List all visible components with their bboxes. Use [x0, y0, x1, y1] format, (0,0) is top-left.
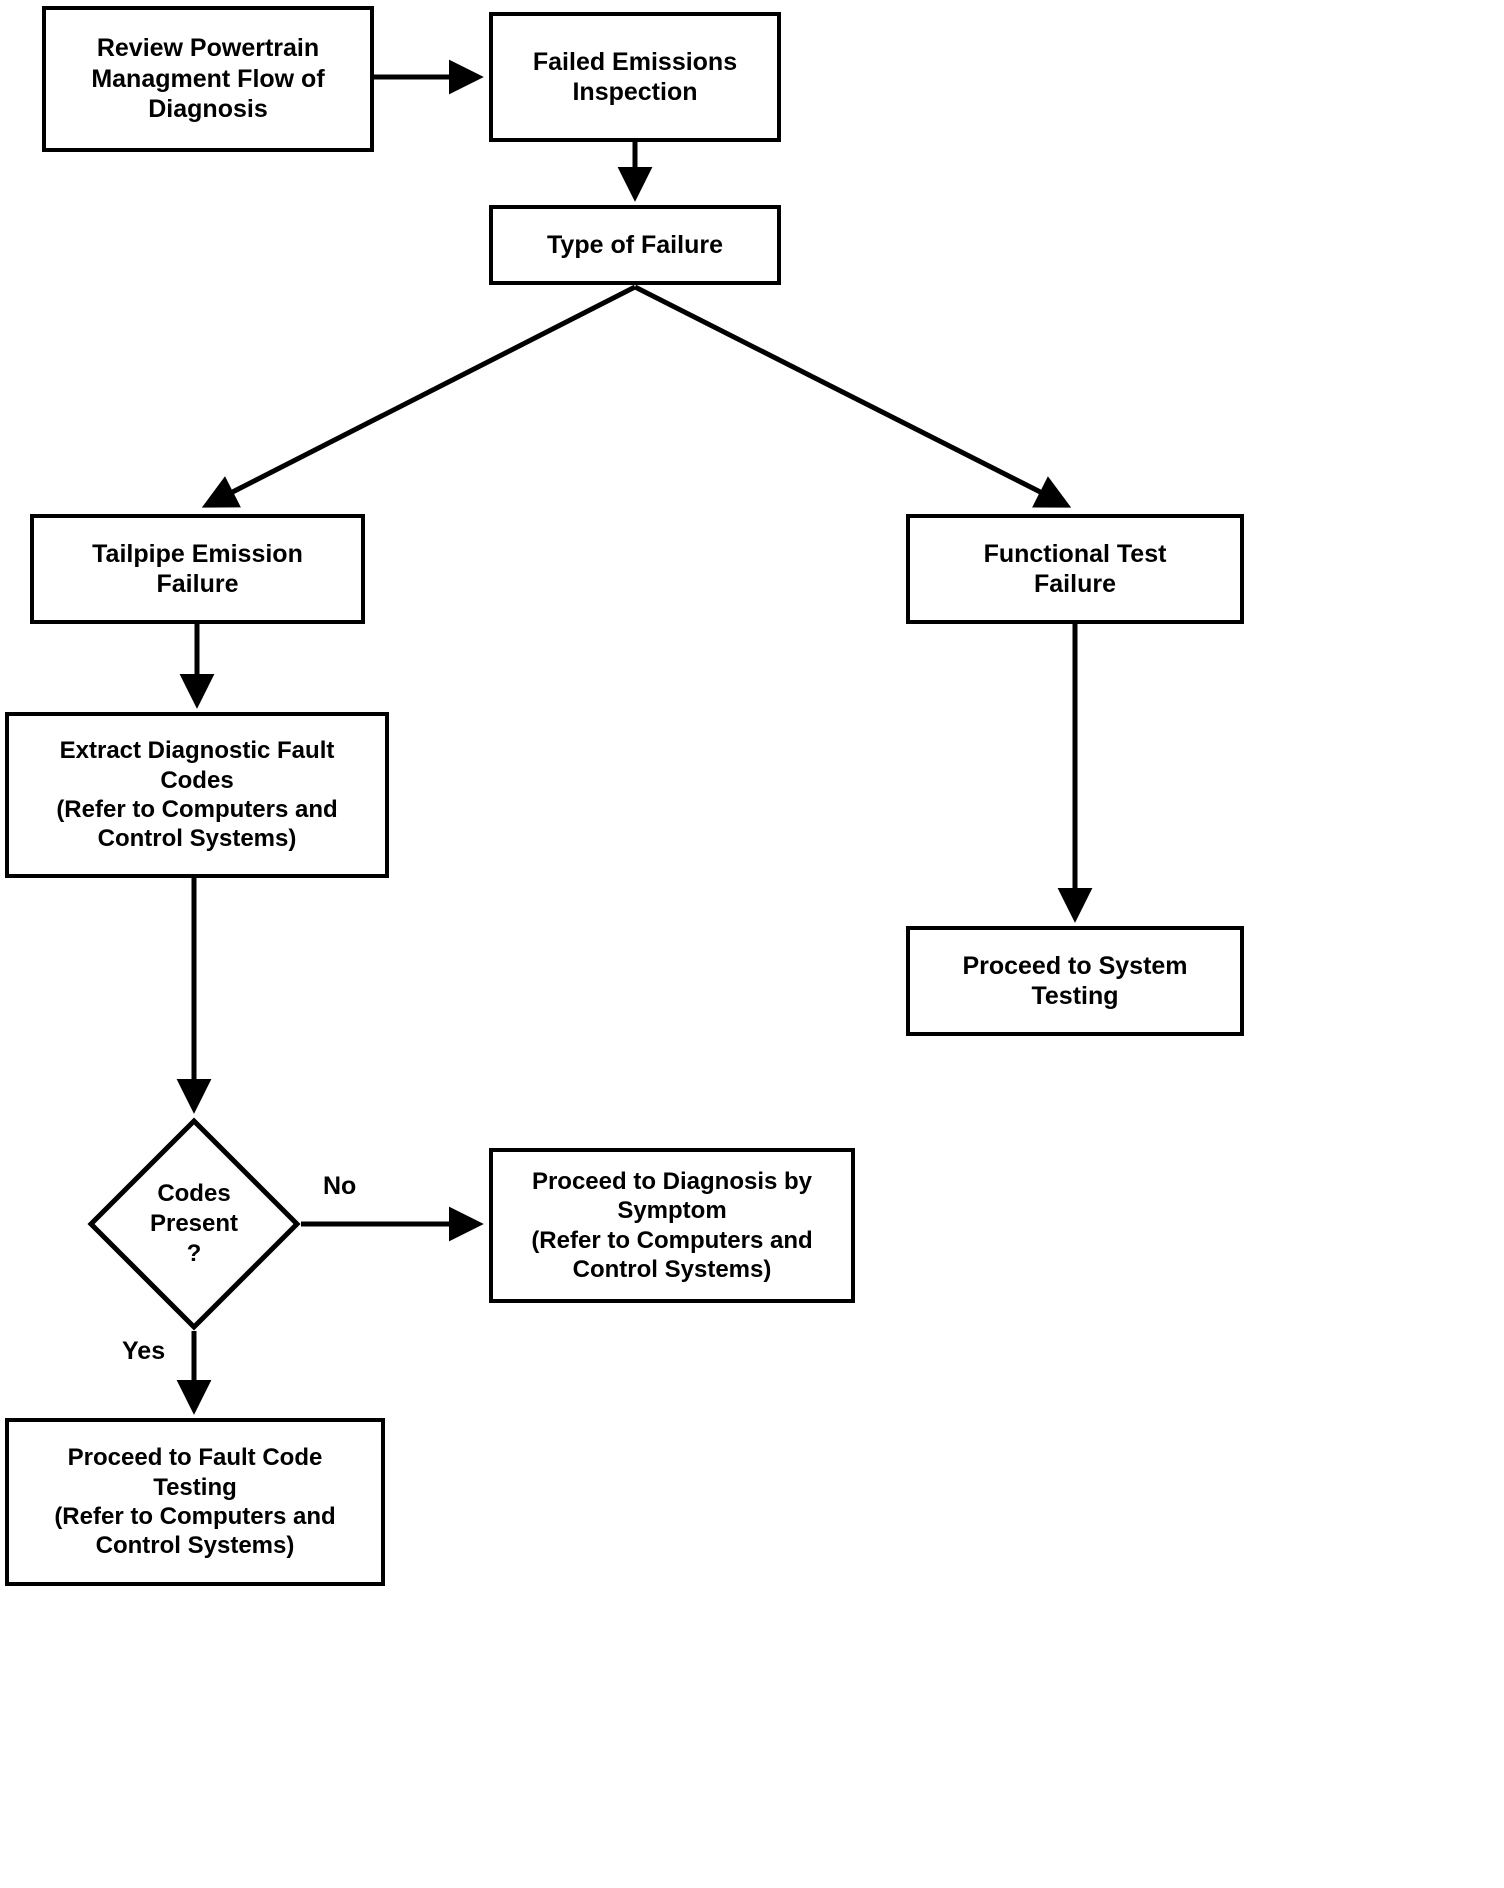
node-proceed-to-system-testing-label: Proceed to System Testing: [962, 951, 1188, 1011]
node-tailpipe-emission-failure-label: Tailpipe Emission Failure: [92, 539, 303, 599]
node-proceed-to-system-testing[interactable]: Proceed to System Testing: [906, 926, 1244, 1036]
edge-label-no: No: [323, 1172, 357, 1200]
node-proceed-to-diagnosis-by-symptom[interactable]: Proceed to Diagnosis by Symptom (Refer t…: [489, 1148, 855, 1303]
node-proceed-to-fault-code-testing-label: Proceed to Fault Code Testing (Refer to …: [54, 1444, 336, 1560]
node-functional-test-failure-label: Functional Test Failure: [983, 539, 1167, 599]
node-review-powertrain[interactable]: Review Powertrain Managment Flow of Diag…: [42, 6, 374, 152]
node-extract-diagnostic-fault-codes-label: Extract Diagnostic Fault Codes (Refer to…: [56, 737, 338, 853]
edge-type-to-functional: [633, 284, 1072, 508]
node-failed-emissions-inspection[interactable]: Failed Emissions Inspection: [489, 12, 781, 142]
node-review-powertrain-label: Review Powertrain Managment Flow of Diag…: [91, 34, 325, 124]
node-proceed-to-diagnosis-by-symptom-label: Proceed to Diagnosis by Symptom (Refer t…: [531, 1167, 813, 1283]
decision-codes-present-label: Codes Present ?: [149, 1180, 239, 1267]
node-functional-test-failure[interactable]: Functional Test Failure: [906, 514, 1244, 624]
node-proceed-to-fault-code-testing[interactable]: Proceed to Fault Code Testing (Refer to …: [5, 1418, 385, 1586]
edge-label-yes: Yes: [122, 1337, 166, 1365]
diamond-shape-icon: [87, 1117, 301, 1331]
node-extract-diagnostic-fault-codes[interactable]: Extract Diagnostic Fault Codes (Refer to…: [5, 712, 389, 878]
node-tailpipe-emission-failure[interactable]: Tailpipe Emission Failure: [30, 514, 365, 624]
node-type-of-failure[interactable]: Type of Failure: [489, 205, 781, 285]
node-failed-emissions-inspection-label: Failed Emissions Inspection: [532, 47, 738, 107]
node-type-of-failure-label: Type of Failure: [547, 230, 723, 259]
decision-codes-present[interactable]: Codes Present ?: [87, 1117, 301, 1331]
edge-type-to-tailpipe: [201, 284, 637, 508]
